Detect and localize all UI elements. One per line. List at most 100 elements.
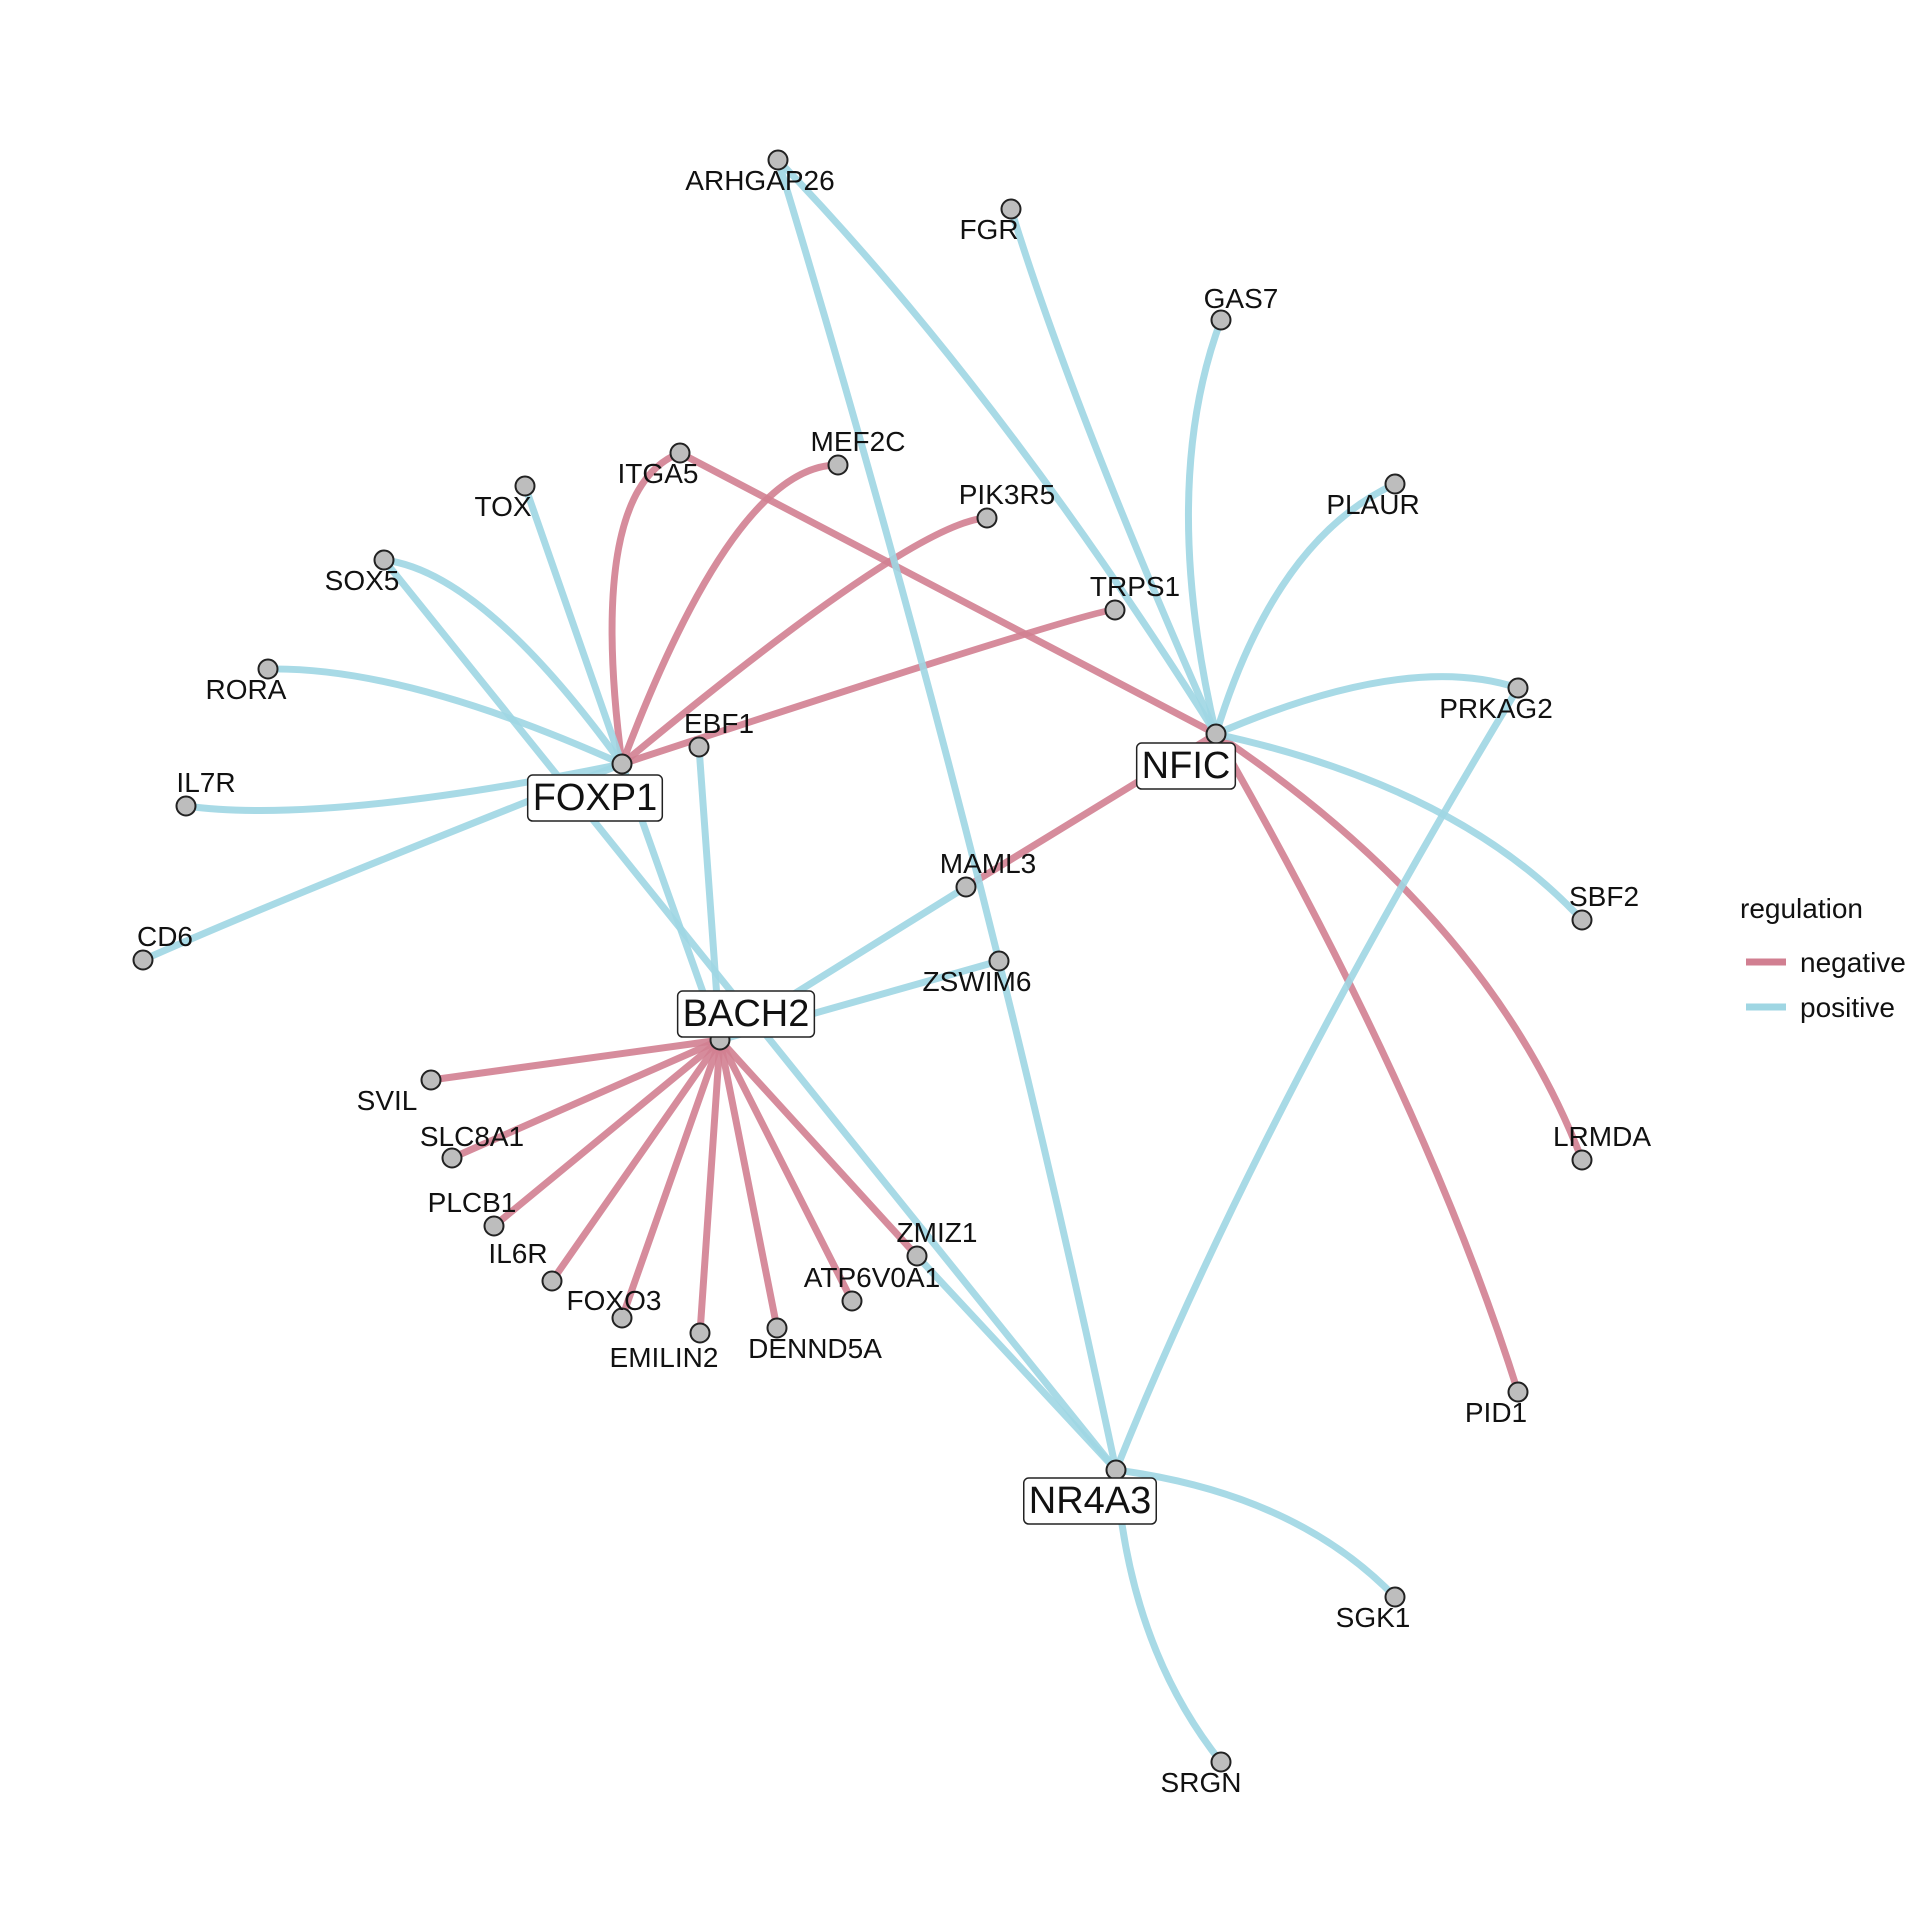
edge-nfic-arhgap26 bbox=[774, 156, 1220, 738]
node-prkag2 bbox=[1507, 677, 1529, 699]
node-foxo3 bbox=[611, 1307, 633, 1329]
node-label-zswim6: ZSWIM6 bbox=[923, 966, 1032, 997]
node-label-foxo3: FOXO3 bbox=[567, 1285, 662, 1316]
node-label-il6r: IL6R bbox=[488, 1238, 547, 1269]
node-emilin2 bbox=[689, 1322, 711, 1344]
node-ebf1 bbox=[688, 736, 710, 758]
hub-label-text-nr4a3: NR4A3 bbox=[1029, 1480, 1152, 1522]
legend: regulation negative positive bbox=[1740, 893, 1906, 1023]
edge-nfic-prkag2 bbox=[1212, 673, 1522, 738]
node-layer bbox=[132, 149, 1593, 1773]
hub-label-text-foxp1: FOXP1 bbox=[533, 777, 658, 819]
edge-bach2-emilin2 bbox=[696, 1036, 724, 1337]
edge-layer bbox=[139, 156, 1586, 1766]
node-il7r bbox=[175, 795, 197, 817]
node-lrmda bbox=[1571, 1149, 1593, 1171]
node-label-rora: RORA bbox=[206, 674, 287, 705]
edge-bach2-il6r bbox=[548, 1036, 724, 1285]
node-zswim6 bbox=[988, 950, 1010, 972]
edge-foxp1-pik3r5 bbox=[618, 514, 991, 768]
node-label-emilin2: EMILIN2 bbox=[610, 1342, 719, 1373]
legend-title: regulation bbox=[1740, 893, 1863, 924]
hub-label-text-bach2: BACH2 bbox=[683, 993, 810, 1035]
edge-bach2-svil bbox=[427, 1036, 724, 1084]
node-label-mef2c: MEF2C bbox=[811, 426, 906, 457]
hub-label-foxp1: FOXP1 bbox=[526, 774, 664, 822]
node-sox5 bbox=[373, 549, 395, 571]
node-fgr bbox=[1000, 198, 1022, 220]
edge-nr4a3-prkag2 bbox=[1112, 684, 1522, 1474]
edge-nr4a3-sgk1 bbox=[1112, 1466, 1399, 1601]
node-label-lrmda: LRMDA bbox=[1553, 1121, 1651, 1152]
node-label-trps1: TRPS1 bbox=[1090, 571, 1180, 602]
node-slc8a1 bbox=[441, 1147, 463, 1169]
node-label-fgr: FGR bbox=[959, 214, 1018, 245]
node-label-plcb1: PLCB1 bbox=[428, 1187, 517, 1218]
node-label-gas7: GAS7 bbox=[1204, 283, 1279, 314]
node-gas7 bbox=[1210, 309, 1232, 331]
edge-foxp1-mef2c bbox=[618, 461, 842, 768]
edge-bach2-zmiz1 bbox=[716, 1036, 921, 1260]
node-cd6 bbox=[132, 949, 154, 971]
edge-nfic-lrmda bbox=[1212, 730, 1586, 1164]
edge-foxp1-tox bbox=[521, 482, 626, 768]
edge-foxp1-rora bbox=[264, 665, 626, 768]
node-trps1 bbox=[1104, 599, 1126, 621]
hub-label-text-nfic: NFIC bbox=[1142, 745, 1231, 787]
node-itga5 bbox=[669, 442, 691, 464]
edge-nr4a3-zmiz1 bbox=[913, 1252, 1120, 1474]
node-label-maml3: MAML3 bbox=[940, 848, 1036, 879]
hub-label-box-foxp1 bbox=[526, 774, 664, 822]
edge-bach2-atp6v0a1 bbox=[716, 1036, 856, 1305]
node-label-plaur: PLAUR bbox=[1326, 489, 1419, 520]
hub-label-nfic: NFIC bbox=[1135, 742, 1237, 790]
edge-nfic-itga5 bbox=[676, 449, 1220, 738]
node-sgk1 bbox=[1384, 1586, 1406, 1608]
edge-bach2-foxo3 bbox=[618, 1036, 724, 1322]
node-sbf2 bbox=[1571, 909, 1593, 931]
node-il6r bbox=[541, 1270, 563, 1292]
node-dennd5a bbox=[766, 1317, 788, 1339]
edge-bach2-dennd5a bbox=[716, 1036, 781, 1332]
node-label-prkag2: PRKAG2 bbox=[1439, 693, 1553, 724]
node-label-svil: SVIL bbox=[357, 1085, 418, 1116]
legend-label-negative: negative bbox=[1800, 947, 1906, 978]
node-nr4a3 bbox=[1105, 1459, 1127, 1481]
hub-label-bach2: BACH2 bbox=[676, 990, 816, 1038]
edge-nr4a3-arhgap26 bbox=[774, 156, 1120, 1474]
node-label-pik3r5: PIK3R5 bbox=[959, 479, 1056, 510]
hub-label-box-nfic bbox=[1135, 742, 1237, 790]
node-mef2c bbox=[827, 454, 849, 476]
edge-nfic-plaur bbox=[1212, 480, 1399, 738]
node-arhgap26 bbox=[767, 149, 789, 171]
node-label-atp6v0a1: ATP6V0A1 bbox=[804, 1262, 940, 1293]
node-svil bbox=[420, 1069, 442, 1091]
edge-bach2-plcb1 bbox=[490, 1036, 724, 1230]
node-label-arhgap26: ARHGAP26 bbox=[685, 165, 834, 196]
node-maml3 bbox=[955, 876, 977, 898]
node-label-srgn: SRGN bbox=[1161, 1767, 1242, 1798]
node-plaur bbox=[1384, 473, 1406, 495]
hub-label-box-bach2 bbox=[676, 990, 816, 1038]
node-pid1 bbox=[1507, 1381, 1529, 1403]
node-label-itga5: ITGA5 bbox=[618, 458, 699, 489]
node-label-sbf2: SBF2 bbox=[1569, 881, 1639, 912]
node-foxp1 bbox=[611, 753, 633, 775]
edge-foxp1-itga5 bbox=[608, 449, 684, 768]
edge-foxp1-trps1 bbox=[618, 606, 1119, 768]
hub-label-box-nr4a3 bbox=[1023, 1477, 1157, 1525]
node-label-ebf1: EBF1 bbox=[684, 708, 754, 739]
node-label-sox5: SOX5 bbox=[325, 565, 400, 596]
edge-nfic-sbf2 bbox=[1212, 730, 1586, 924]
node-label-tox: TOX bbox=[474, 491, 531, 522]
edge-nfic-gas7 bbox=[1184, 316, 1225, 738]
edge-nfic-pid1 bbox=[1212, 730, 1522, 1396]
node-label-cd6: CD6 bbox=[137, 921, 193, 952]
node-plcb1 bbox=[483, 1215, 505, 1237]
edge-bach2-slc8a1 bbox=[448, 1036, 724, 1162]
node-rora bbox=[257, 658, 279, 680]
hub-label-nr4a3: NR4A3 bbox=[1023, 1477, 1157, 1525]
node-pik3r5 bbox=[976, 507, 998, 529]
node-label-il7r: IL7R bbox=[176, 767, 235, 798]
